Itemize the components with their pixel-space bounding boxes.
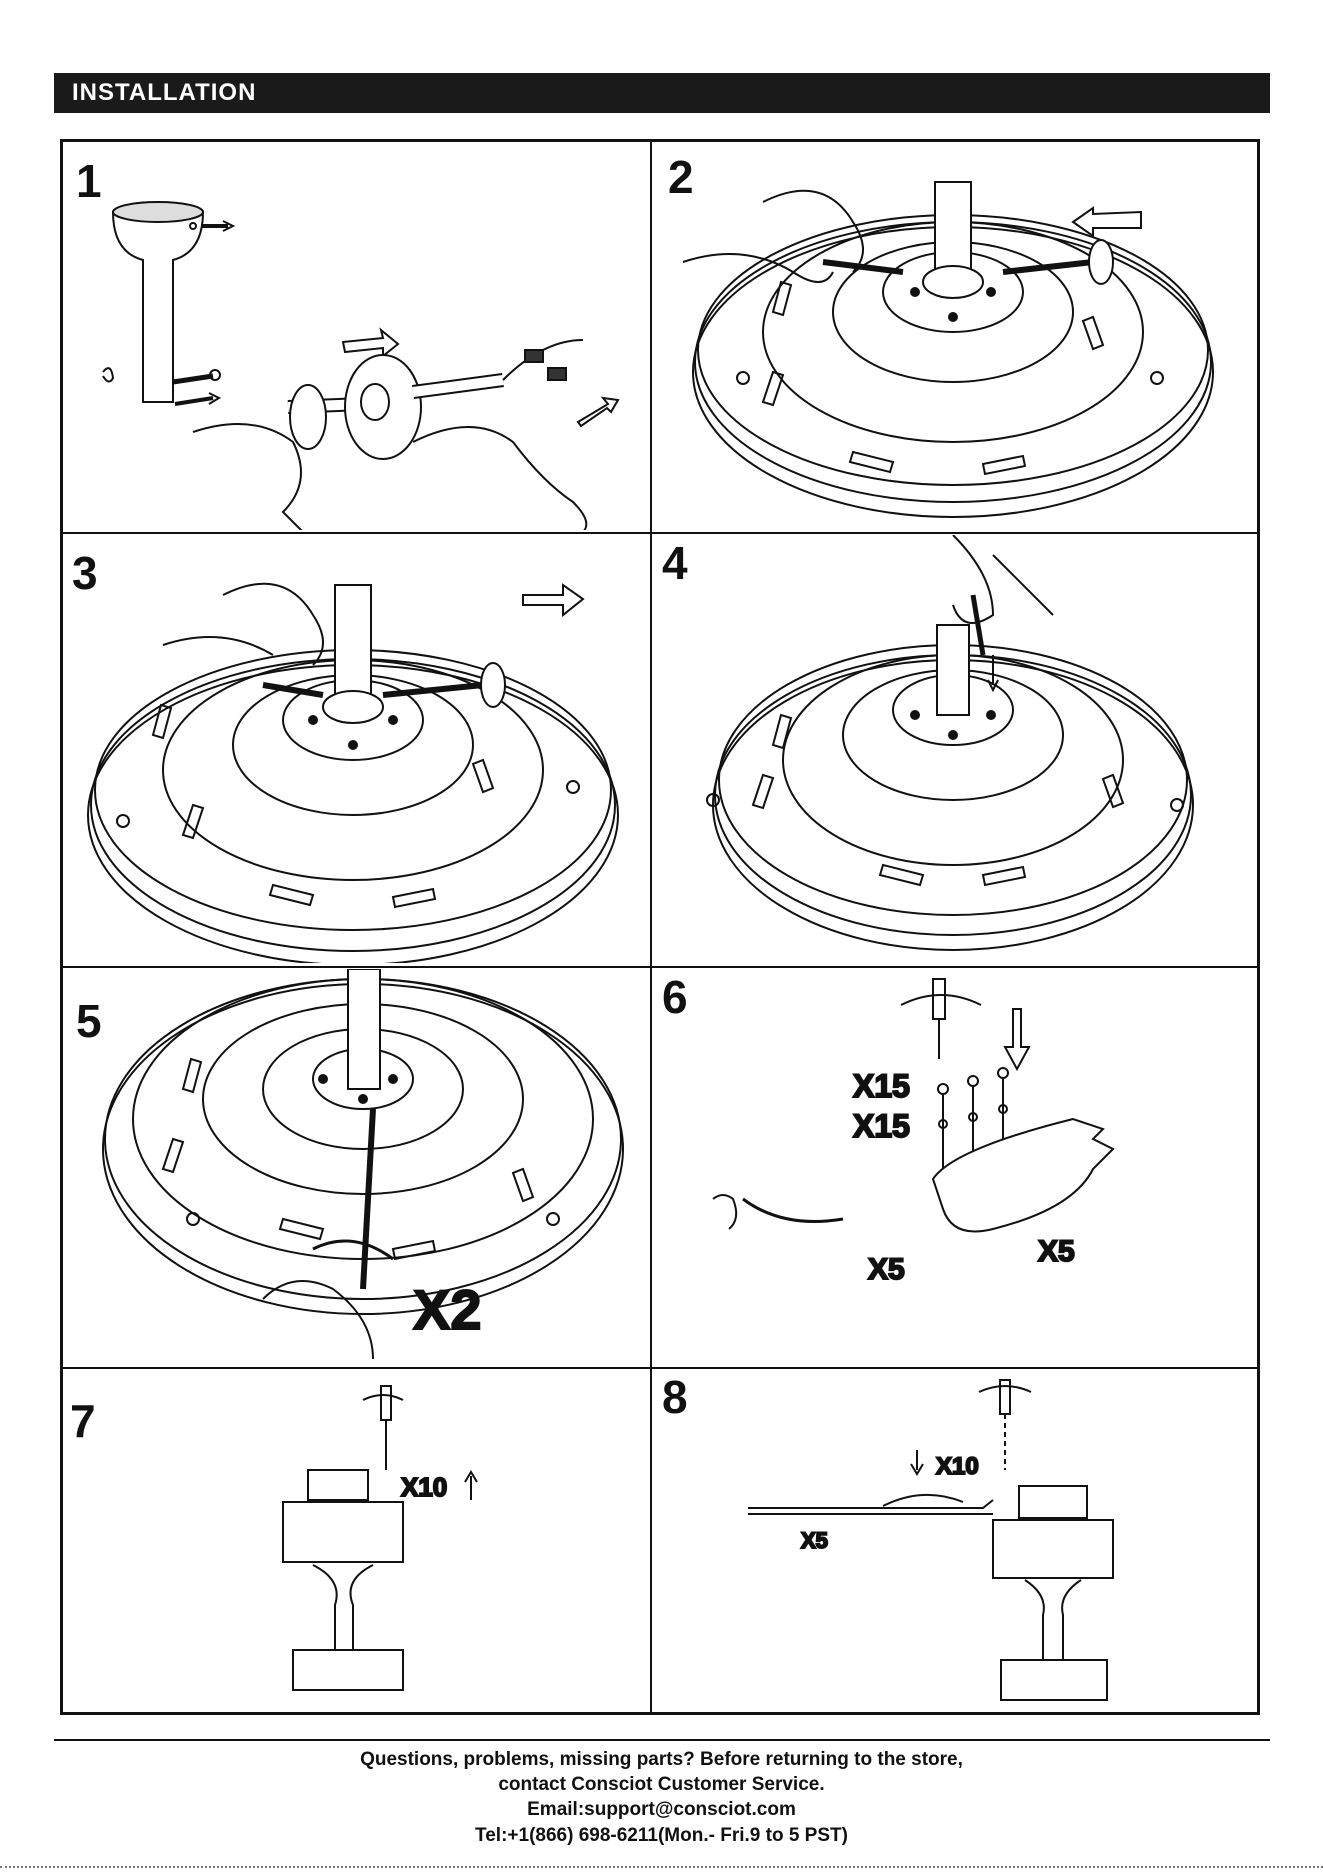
footer-support-email: Email:support@consciot.com — [0, 1799, 1323, 1821]
grid-divider-row-3 — [60, 1367, 1260, 1369]
footer-support-contact: contact Consciot Customer Service. — [0, 1774, 1323, 1796]
step-8-illustration: X10 X5 — [653, 1370, 1257, 1712]
grid-divider-row-2 — [60, 966, 1260, 968]
section-title: INSTALLATION — [72, 79, 256, 107]
footer-support-question: Questions, problems, missing parts? Befo… — [0, 1749, 1323, 1771]
step-7-illustration: X10 — [63, 1370, 648, 1712]
footer-support-phone: Tel:+1(866) 698-6211(Mon.- Fri.9 to 5 PS… — [0, 1825, 1323, 1847]
grid-divider-row-1 — [60, 532, 1260, 534]
step-6-quantity-brackets: X5 — [868, 1253, 905, 1286]
step-1-illustration — [63, 142, 648, 530]
step-6-illustration: X15 X15 X5 X5 — [653, 969, 1257, 1364]
step-6-quantity-blades: X5 — [1038, 1235, 1075, 1268]
page-edge-dotted-line — [0, 1866, 1323, 1868]
step-2-illustration — [653, 142, 1257, 530]
step-8-quantity-screws: X10 — [936, 1453, 979, 1480]
step-3-illustration — [63, 535, 648, 963]
grid-divider-vertical — [650, 139, 652, 1715]
step-5-quantity: X2 — [413, 1278, 482, 1341]
step-8-quantity-blades: X5 — [801, 1528, 828, 1553]
step-5-illustration: X2 — [63, 969, 648, 1364]
step-6-quantity-screws: X15 — [853, 1068, 910, 1104]
step-6-quantity-washers: X15 — [853, 1108, 910, 1144]
step-4-illustration — [653, 535, 1257, 963]
section-header: INSTALLATION — [54, 73, 1270, 113]
footer-divider — [54, 1739, 1270, 1741]
step-7-quantity: X10 — [401, 1472, 447, 1502]
